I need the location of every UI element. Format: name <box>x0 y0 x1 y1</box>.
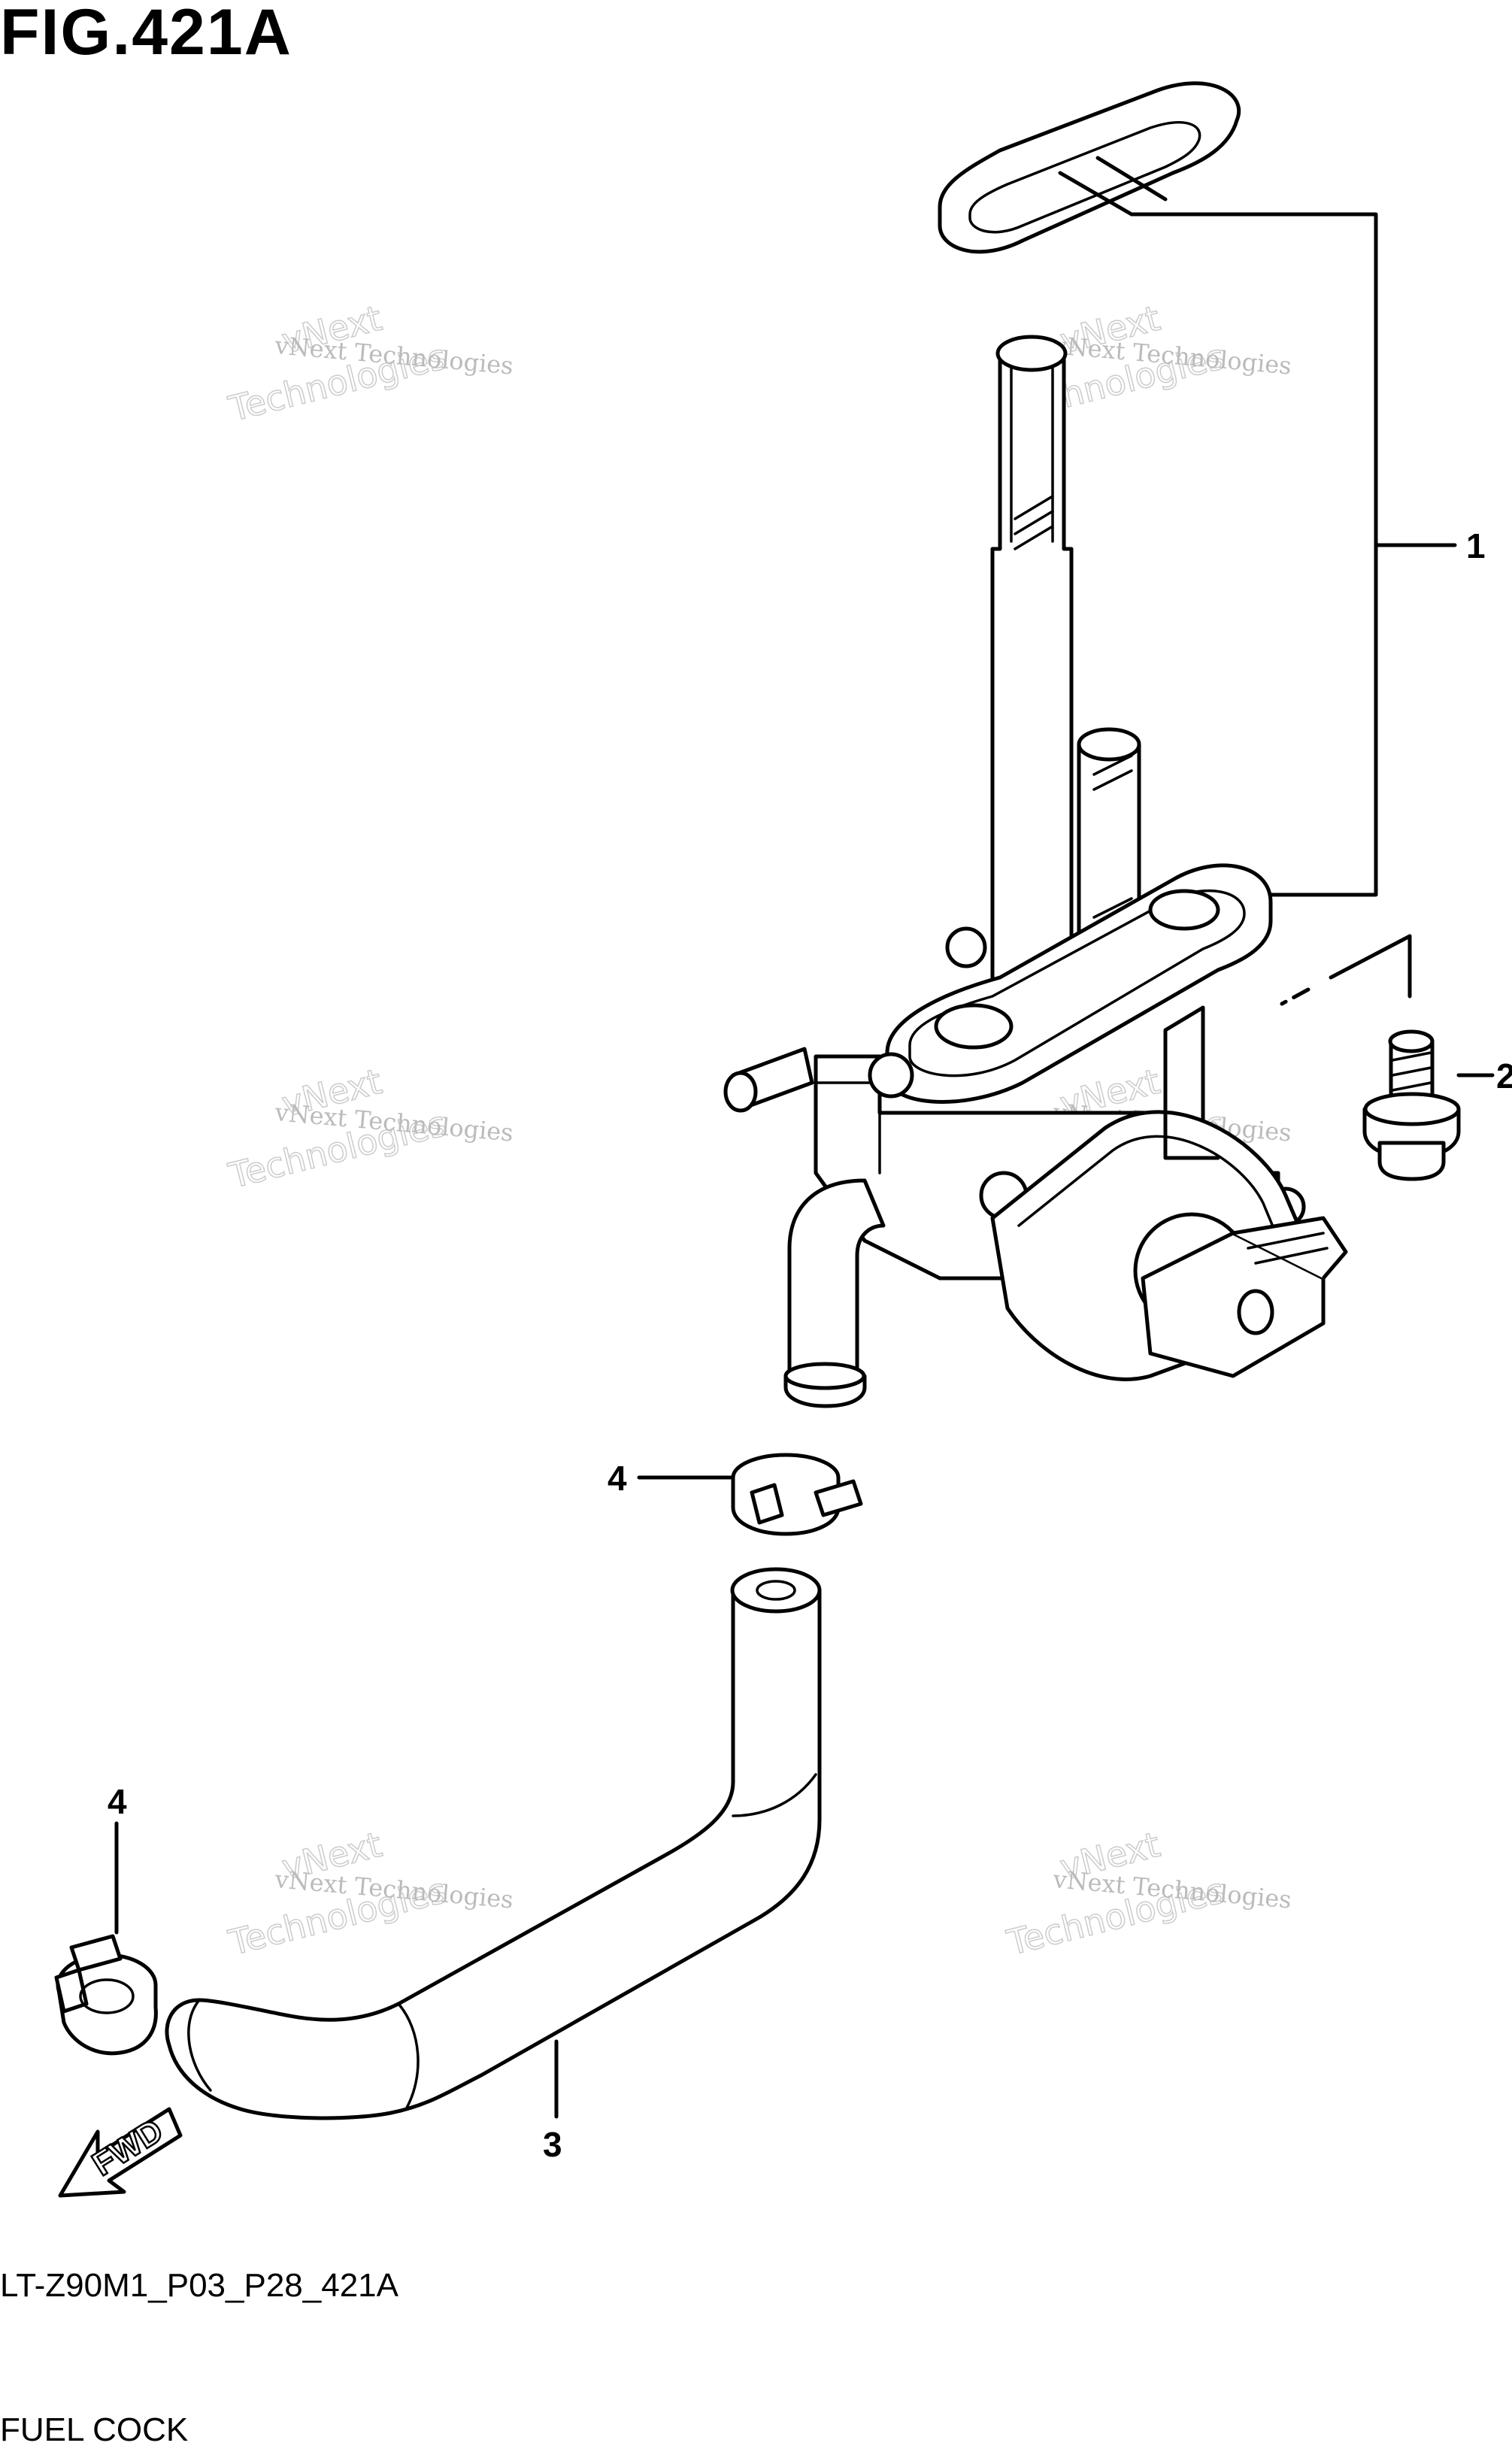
fuel-hose <box>165 1567 822 2120</box>
watermark-bottom-left: vNext Technologies vNext Technologies <box>224 1823 514 1964</box>
callout-4-lower: 4 <box>108 1782 127 1821</box>
figure-code: LT-Z90M1_P03_P28_421A <box>0 2267 398 2304</box>
watermark-mid-left: vNext Technologies vNext Technologies <box>224 1060 514 1197</box>
fwd-arrow-icon: FWD <box>58 2107 183 2198</box>
leader-lines <box>114 212 1495 2119</box>
figure-name: FUEL COCK <box>0 2411 189 2448</box>
gasket <box>938 81 1241 254</box>
callout-4-upper: 4 <box>608 1459 627 1498</box>
watermark-bottom-right: vNext Technologies vNext Technologies <box>1002 1823 1292 1964</box>
bolt <box>1362 1029 1461 1181</box>
callout-3: 3 <box>543 2125 562 2164</box>
figure-title: FIG.421A <box>0 0 292 68</box>
watermark-top-left: vNext Technologies vNext Technologies <box>224 297 514 430</box>
fuel-cock-assembly <box>723 335 1348 1408</box>
clamp-lower <box>54 1934 158 2056</box>
callout-1: 1 <box>1466 526 1486 565</box>
callout-2: 2 <box>1496 1056 1512 1096</box>
clamp-upper <box>731 1453 863 1536</box>
